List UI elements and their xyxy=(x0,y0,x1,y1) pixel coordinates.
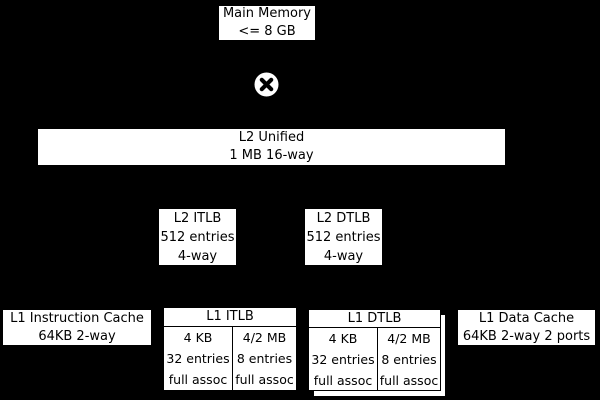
main-memory-label: Main Memory xyxy=(222,6,312,21)
l1-dtlb-large-pages: 4/2 MB 8 entries full assoc xyxy=(377,327,441,391)
l2-itlb-entries: 512 entries xyxy=(160,229,235,245)
l1-dcache-label: L1 Data Cache xyxy=(478,310,575,326)
l1-itlb-title: L1 ITLB xyxy=(163,307,297,327)
node-l2-unified-cache: L2 Unified 1 MB 16-way xyxy=(37,128,506,166)
l1-dtlb-large-page-size: 4/2 MB xyxy=(387,330,431,346)
l2-unified-size: 1 MB 16-way xyxy=(229,148,314,163)
node-main-memory: Main Memory <= 8 GB xyxy=(218,5,316,41)
l2-dtlb-entries: 512 entries xyxy=(306,229,381,245)
l2-dtlb-label: L2 DTLB xyxy=(316,210,371,226)
l1-itlb-large-assoc: full assoc xyxy=(235,372,294,387)
l2-itlb-assoc: 4-way xyxy=(177,248,218,264)
l2-itlb-label: L2 ITLB xyxy=(173,210,222,226)
l1-dtlb-subtables: 4 KB 32 entries full assoc 4/2 MB 8 entr… xyxy=(308,327,441,391)
node-l1-dtlb: L1 DTLB 4 KB 32 entries full assoc 4/2 M… xyxy=(308,309,441,391)
node-l1-instruction-cache: L1 Instruction Cache 64KB 2-way xyxy=(2,309,152,346)
node-l1-itlb: L1 ITLB 4 KB 32 entries full assoc 4/2 M… xyxy=(163,307,297,391)
node-l2-dtlb: L2 DTLB 512 entries 4-way xyxy=(304,208,383,266)
l1-icache-label: L1 Instruction Cache xyxy=(10,310,144,326)
l1-itlb-small-page-size: 4 KB xyxy=(183,330,213,345)
l1-dtlb-small-assoc: full assoc xyxy=(313,372,373,388)
l1-dtlb-title: L1 DTLB xyxy=(308,309,441,328)
l2-unified-label: L2 Unified xyxy=(238,130,305,145)
l1-dtlb-small-entries: 32 entries xyxy=(311,351,375,367)
l1-dcache-size: 64KB 2-way 2 ports xyxy=(462,328,591,344)
main-memory-size: <= 8 GB xyxy=(238,24,296,39)
l1-itlb-small-entries: 32 entries xyxy=(166,351,230,366)
l1-dtlb-large-entries: 8 entries xyxy=(381,351,437,367)
l1-dtlb-small-page-size: 4 KB xyxy=(328,330,358,346)
node-l1-data-cache: L1 Data Cache 64KB 2-way 2 ports xyxy=(457,309,596,346)
l1-icache-size: 64KB 2-way xyxy=(38,328,116,344)
l2-dtlb-assoc: 4-way xyxy=(323,248,364,264)
l1-dtlb-large-assoc: full assoc xyxy=(379,372,439,388)
l1-itlb-large-pages: 4/2 MB 8 entries full assoc xyxy=(232,326,297,391)
l1-itlb-large-entries: 8 entries xyxy=(236,351,293,366)
l1-itlb-subtables: 4 KB 32 entries full assoc 4/2 MB 8 entr… xyxy=(163,326,297,391)
l1-dtlb-small-pages: 4 KB 32 entries full assoc xyxy=(308,327,378,391)
l1-itlb-small-pages: 4 KB 32 entries full assoc xyxy=(163,326,233,391)
l1-itlb-small-assoc: full assoc xyxy=(168,372,228,387)
node-l2-itlb: L2 ITLB 512 entries 4-way xyxy=(158,208,237,266)
crossbar-switch-icon xyxy=(254,72,279,97)
l1-itlb-large-page-size: 4/2 MB xyxy=(242,330,287,345)
